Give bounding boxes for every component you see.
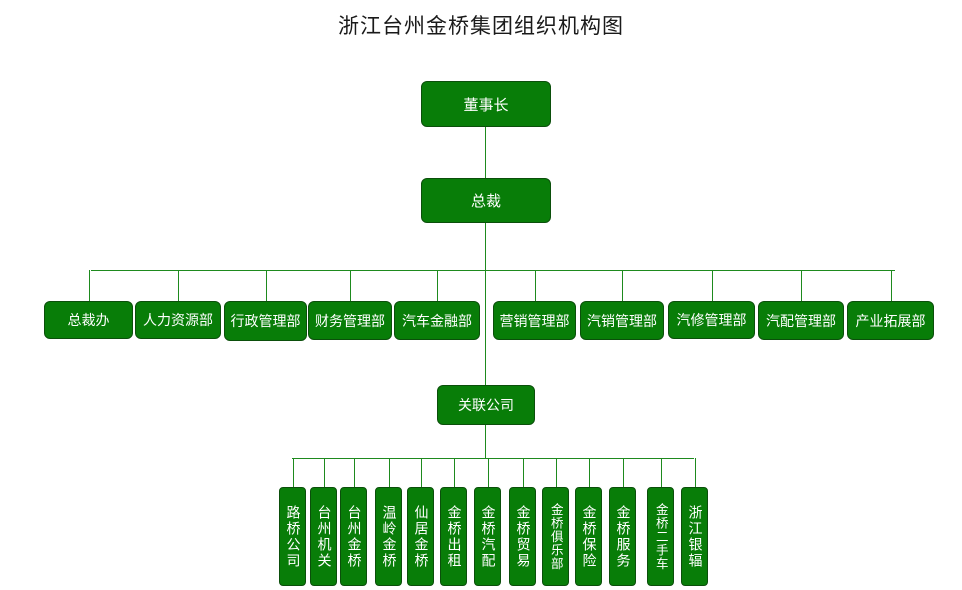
affiliate-node[interactable]: 金桥服务	[609, 487, 636, 586]
connector-affiliate	[556, 458, 557, 487]
affiliate-node[interactable]: 仙居金桥	[407, 487, 434, 586]
department-node[interactable]: 产业拓展部	[847, 301, 934, 340]
connector-affiliate-bus	[292, 458, 694, 459]
connector-affiliate	[523, 458, 524, 487]
department-node[interactable]: 人力资源部	[135, 301, 221, 339]
connector-dept-bus	[91, 270, 895, 271]
connector-president-trunk	[485, 222, 486, 385]
affiliate-node[interactable]: 金桥俱乐部	[542, 487, 569, 586]
connector-dept	[535, 270, 536, 301]
affiliate-label: 金桥保险	[580, 504, 597, 569]
department-node[interactable]: 汽车金融部	[394, 301, 480, 340]
department-node[interactable]: 汽修管理部	[668, 301, 755, 339]
connector-dept	[622, 270, 623, 301]
department-node[interactable]: 汽配管理部	[758, 301, 844, 340]
connector-affiliate	[623, 458, 624, 487]
affiliate-node[interactable]: 金桥贸易	[509, 487, 536, 586]
affiliate-label: 金桥服务	[614, 504, 631, 569]
connector-affiliate	[454, 458, 455, 487]
affiliate-label: 台州机关	[315, 504, 332, 569]
president-node[interactable]: 总裁	[421, 178, 551, 223]
connector-chairman-president	[485, 127, 486, 178]
connector-affiliate	[421, 458, 422, 487]
connector-dept	[891, 270, 892, 301]
connector-dept	[437, 270, 438, 301]
affiliate-node[interactable]: 金桥出租	[440, 487, 467, 586]
affiliate-node[interactable]: 路桥公司	[279, 487, 306, 586]
affiliate-node[interactable]: 金桥二手车	[647, 487, 674, 586]
page-title: 浙江台州金桥集团组织机构图	[338, 14, 624, 38]
affiliates-node[interactable]: 关联公司	[437, 385, 535, 425]
affiliate-node[interactable]: 温岭金桥	[375, 487, 402, 586]
affiliate-label: 金桥二手车	[653, 502, 669, 571]
connector-dept	[350, 270, 351, 301]
affiliate-label: 金桥出租	[445, 504, 462, 569]
connector-affiliate	[354, 458, 355, 487]
affiliate-node[interactable]: 台州机关	[310, 487, 337, 586]
affiliate-label: 金桥贸易	[514, 504, 531, 569]
department-node[interactable]: 营销管理部	[493, 301, 576, 340]
connector-affiliate	[293, 458, 294, 487]
department-node[interactable]: 行政管理部	[224, 301, 307, 341]
connector-dept	[89, 270, 90, 301]
connector-dept	[801, 270, 802, 301]
chairman-node[interactable]: 董事长	[421, 81, 551, 127]
affiliate-label: 台州金桥	[345, 504, 362, 569]
affiliate-node[interactable]: 金桥保险	[575, 487, 602, 586]
affiliate-label: 浙江银辐	[686, 504, 703, 569]
connector-affiliate	[695, 458, 696, 487]
department-node[interactable]: 财务管理部	[308, 301, 392, 340]
department-node[interactable]: 汽销管理部	[580, 301, 664, 340]
connector-affiliate	[661, 458, 662, 487]
connector-dept	[266, 270, 267, 301]
affiliate-label: 金桥俱乐部	[548, 502, 564, 571]
affiliate-node[interactable]: 浙江银辐	[681, 487, 708, 586]
department-node[interactable]: 总裁办	[44, 301, 133, 339]
connector-affiliate	[589, 458, 590, 487]
connector-affiliate	[324, 458, 325, 487]
affiliate-label: 温岭金桥	[380, 504, 397, 569]
affiliate-node[interactable]: 金桥汽配	[474, 487, 501, 586]
connector-affiliate	[389, 458, 390, 487]
affiliate-label: 路桥公司	[284, 504, 301, 569]
connector-dept	[178, 270, 179, 301]
connector-affiliate-trunk	[485, 425, 486, 458]
affiliate-label: 金桥汽配	[479, 504, 496, 569]
connector-affiliate	[488, 458, 489, 487]
affiliate-node[interactable]: 台州金桥	[340, 487, 367, 586]
affiliate-label: 仙居金桥	[412, 504, 429, 569]
connector-dept	[712, 270, 713, 301]
